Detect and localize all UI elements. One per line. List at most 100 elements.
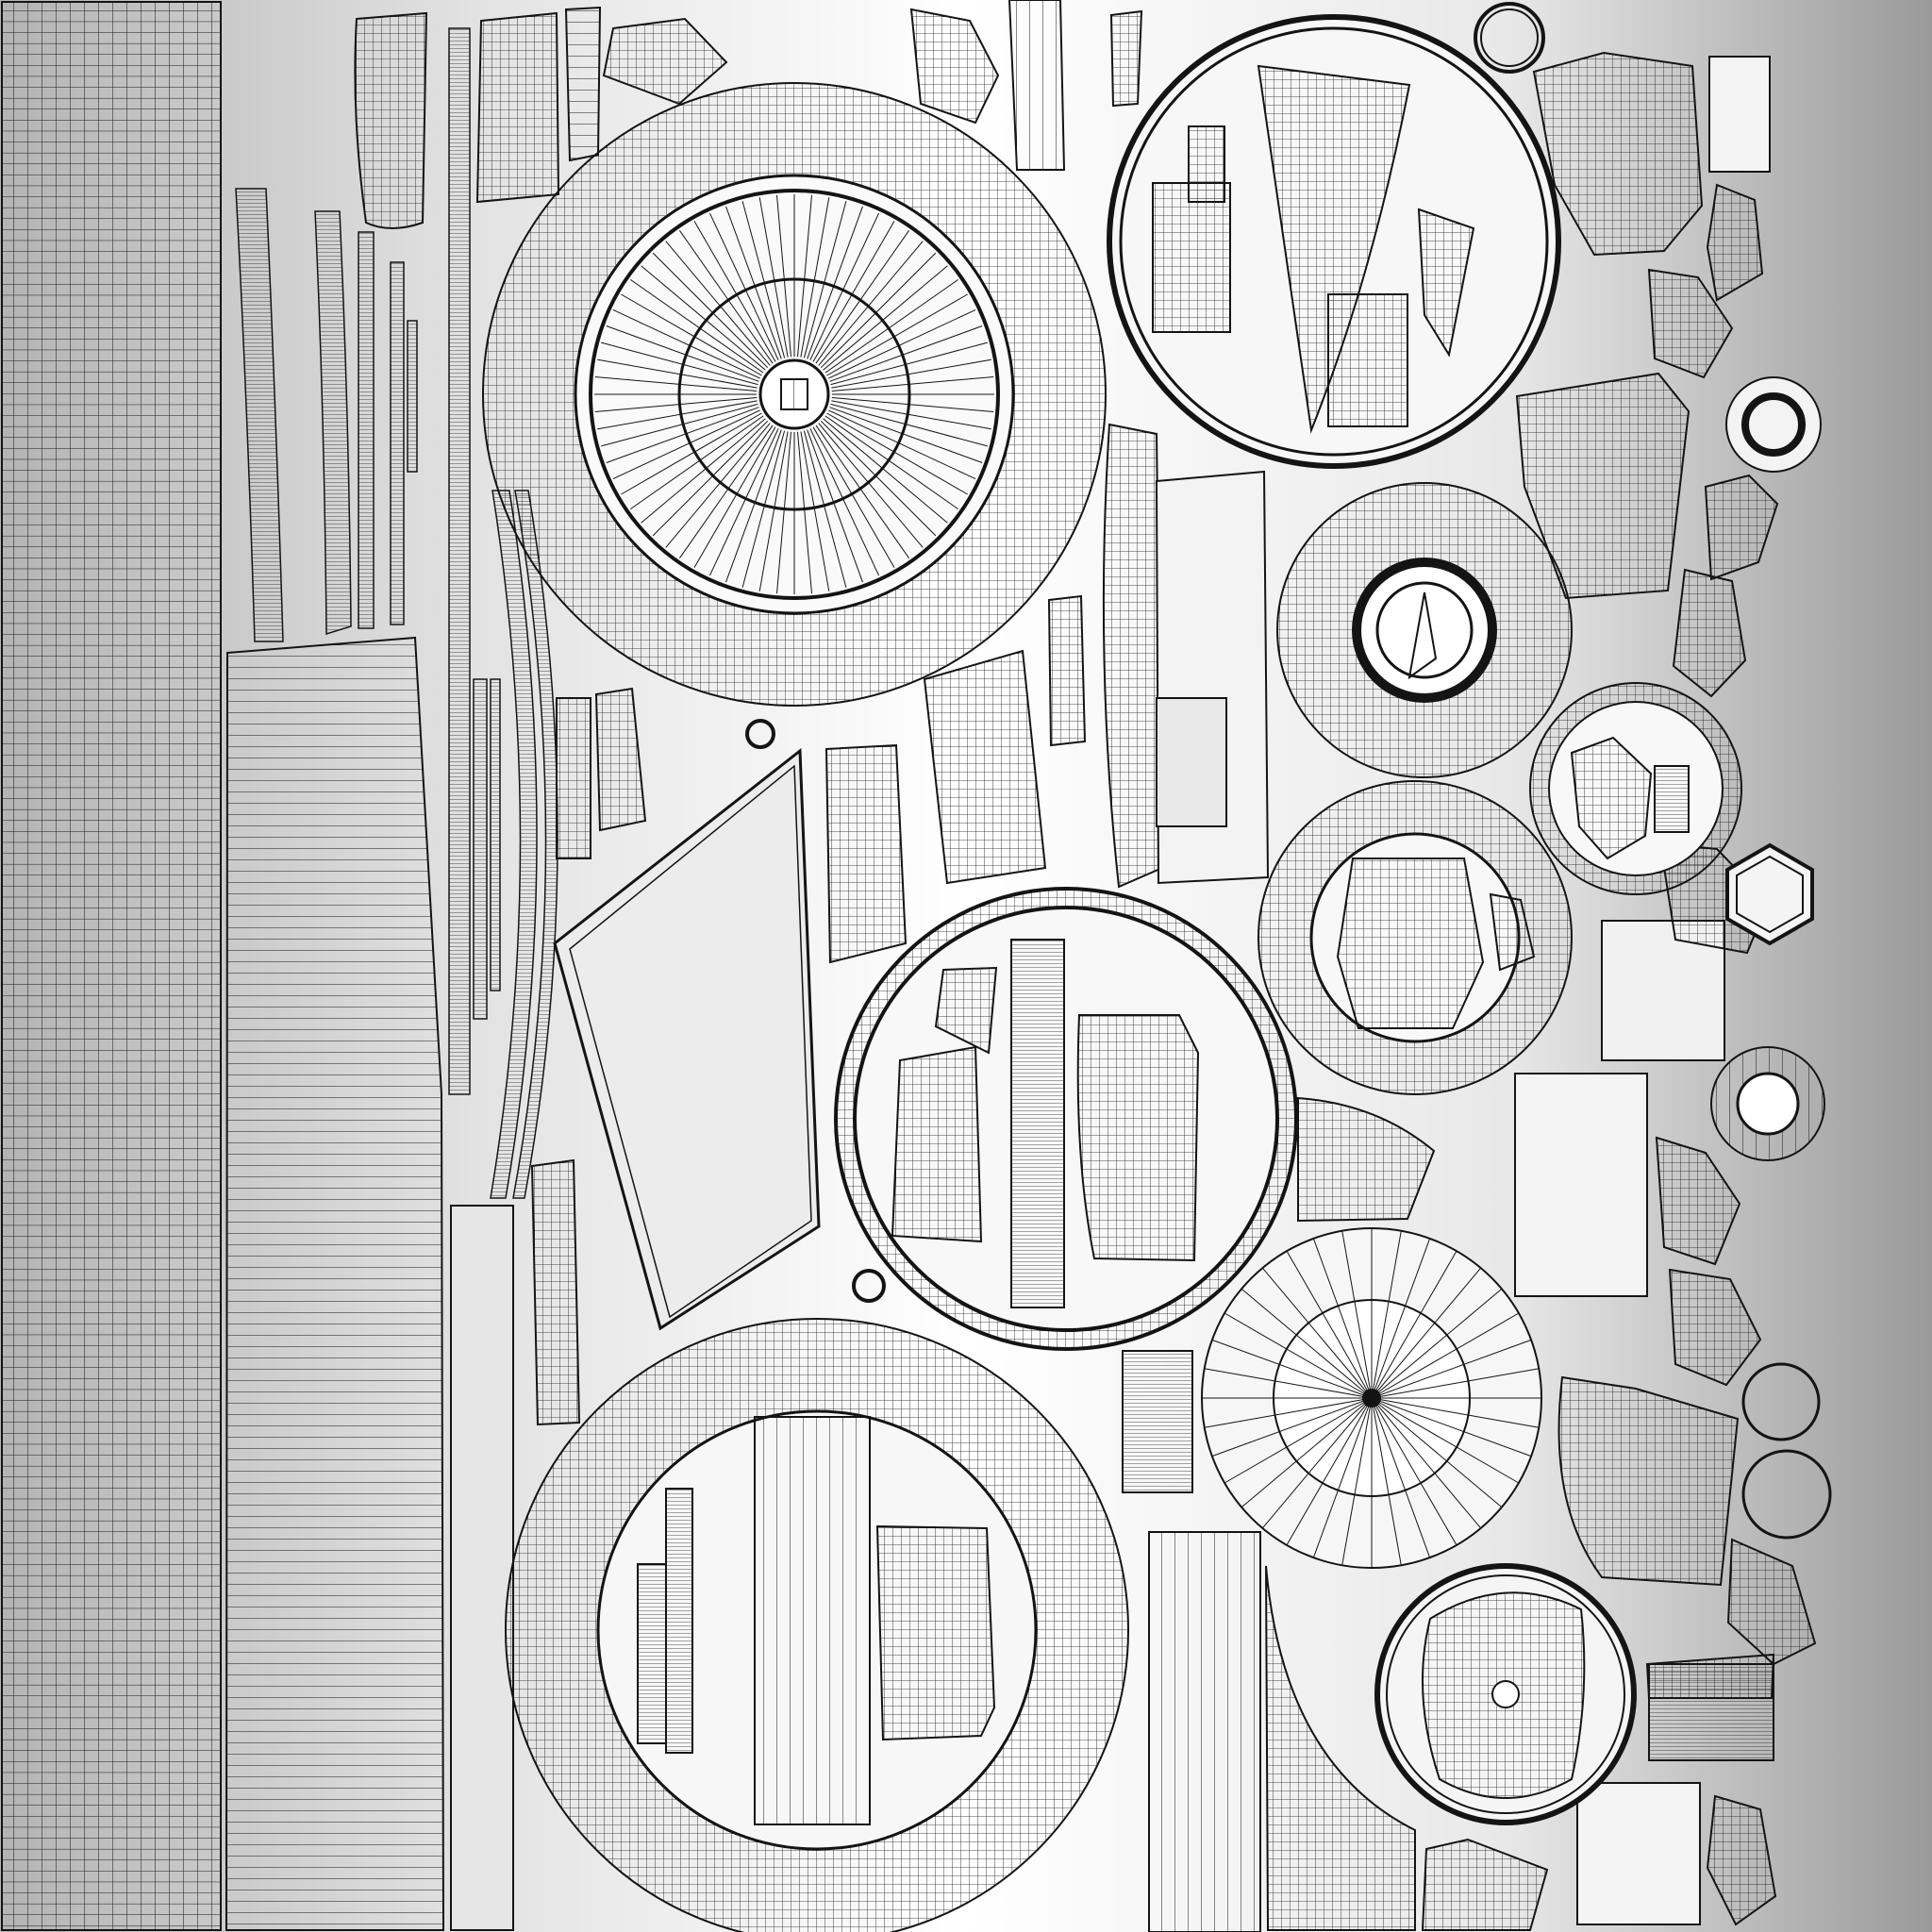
sunburst-ray	[831, 397, 994, 412]
sunburst-ray	[630, 415, 764, 510]
sunburst-ray	[824, 415, 958, 510]
sunburst-ray	[693, 426, 776, 568]
sunburst-ray	[708, 428, 779, 576]
thin-strips	[235, 27, 558, 1199]
sunburst-ray	[741, 430, 786, 588]
sunburst-ray	[820, 252, 937, 369]
wheel-spoke	[1371, 1397, 1532, 1457]
wheel-spoke	[1371, 1397, 1503, 1508]
sunburst-ray	[601, 403, 758, 447]
sunburst-ray	[606, 325, 759, 382]
wheel-spoke	[1211, 1339, 1373, 1399]
sunburst-ray	[807, 429, 863, 583]
sunburst-ray	[812, 221, 895, 362]
sunburst-ray	[815, 230, 910, 364]
ring-mid-right	[1276, 482, 1573, 778]
sunburst-ray	[826, 293, 968, 376]
sunburst-ray	[678, 425, 774, 558]
sunburst-ray	[826, 412, 968, 495]
sunburst-ray	[630, 278, 764, 374]
sunburst-ray	[809, 212, 880, 360]
sunburst-ray	[693, 221, 776, 362]
left-grid-panel	[1, 1, 222, 1931]
ring-top-right	[1107, 14, 1561, 469]
hexagon-nut	[1725, 842, 1814, 946]
wheel-spoke	[1241, 1397, 1373, 1508]
wheel-spoke	[1371, 1238, 1431, 1399]
wheel-spoke	[1371, 1339, 1532, 1399]
wheel-spoke	[1286, 1250, 1373, 1399]
sunburst-ray	[809, 428, 880, 576]
sunburst-ray	[820, 420, 937, 537]
plank-strip	[225, 636, 514, 1931]
sunburst-ray	[800, 431, 830, 591]
wheel-spoke	[1371, 1397, 1520, 1484]
sunburst-ray	[823, 418, 948, 524]
wheel-spoke	[1341, 1230, 1373, 1399]
wheel-spoke	[1224, 1312, 1373, 1399]
wheel-spoke	[1261, 1267, 1373, 1399]
wheel-spoke	[1312, 1397, 1373, 1558]
sunburst-ray	[828, 409, 976, 480]
stripe-panels	[1122, 1096, 1775, 1932]
ring-bottom-left	[505, 1318, 1129, 1932]
sunburst-ray	[776, 194, 791, 358]
wheel-spoke	[1371, 1397, 1540, 1428]
wheel-spoke	[1261, 1397, 1373, 1529]
wheel-spoke	[1286, 1397, 1373, 1546]
sunburst-ray	[829, 325, 983, 382]
sunburst-ray	[725, 206, 782, 359]
sunburst-ray	[621, 412, 762, 495]
sunburst-disk-large	[482, 82, 1107, 707]
wheel-spoke	[1204, 1397, 1373, 1428]
sunburst-ray	[815, 425, 910, 558]
wheel-spoke	[1341, 1397, 1373, 1566]
sunburst-ray	[678, 230, 774, 364]
sunburst-ray	[597, 358, 758, 389]
sunburst-ray	[824, 278, 958, 374]
sunburst-ray	[652, 420, 769, 537]
sunburst-ray	[807, 206, 863, 359]
ring-box-right	[1257, 780, 1573, 1095]
sunburst-ray	[612, 308, 760, 379]
small-rings	[745, 2, 1832, 1540]
sunburst-ray	[776, 431, 791, 594]
sunburst-ray	[800, 197, 830, 358]
ring-bottom-right	[1374, 1563, 1637, 1825]
wheel-spoke	[1371, 1288, 1503, 1399]
wheel-spoke	[1371, 1312, 1520, 1399]
wheel-spoke	[1224, 1397, 1373, 1484]
sunburst-ray	[803, 430, 847, 588]
sunburst-ray	[830, 341, 988, 386]
sunburst-ray	[606, 407, 759, 463]
wheel-spoke	[1371, 1368, 1540, 1399]
sunburst-ray	[831, 358, 991, 389]
wheel-spoke	[1371, 1397, 1457, 1546]
sunburst-ray	[641, 418, 766, 524]
sunburst-ray	[594, 397, 758, 412]
ring-large-center	[834, 887, 1298, 1351]
wheel-spoke	[1371, 1397, 1482, 1529]
wheel-spoke	[1204, 1368, 1373, 1399]
sunburst-ray	[803, 201, 847, 358]
sunburst-ray	[708, 212, 779, 360]
sunburst-wheel	[1201, 1227, 1542, 1569]
wheel-spoke	[1241, 1288, 1373, 1399]
sunburst-ray	[797, 194, 812, 358]
sunburst-ray	[758, 197, 789, 358]
mid-column-pieces	[530, 423, 1270, 1426]
sunburst-ray	[641, 265, 766, 371]
sunburst-ray	[594, 376, 758, 391]
sunburst-ray	[831, 400, 991, 430]
wheel-spoke	[1371, 1397, 1402, 1566]
sunburst-ray	[829, 407, 983, 463]
sunburst-ray	[818, 241, 924, 366]
wheel-spoke	[1312, 1238, 1373, 1399]
sunburst-ray	[758, 431, 789, 591]
sunburst-ray	[665, 241, 771, 366]
sunburst-ray	[797, 431, 812, 594]
sunburst-ray	[597, 400, 758, 430]
sunburst-ray	[823, 265, 948, 371]
wheel-spoke	[1371, 1250, 1457, 1399]
sunburst-ray	[652, 252, 769, 369]
